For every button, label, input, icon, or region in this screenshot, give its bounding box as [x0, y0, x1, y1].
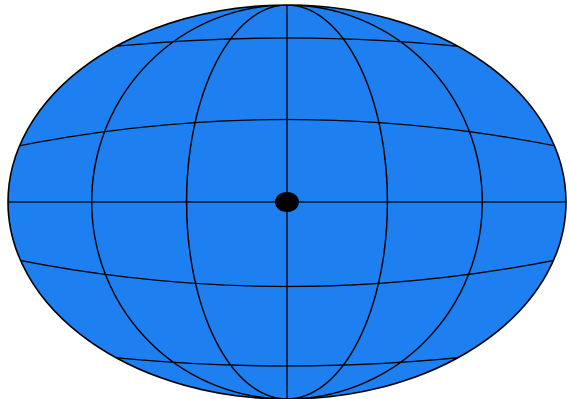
center-point: [275, 192, 299, 212]
